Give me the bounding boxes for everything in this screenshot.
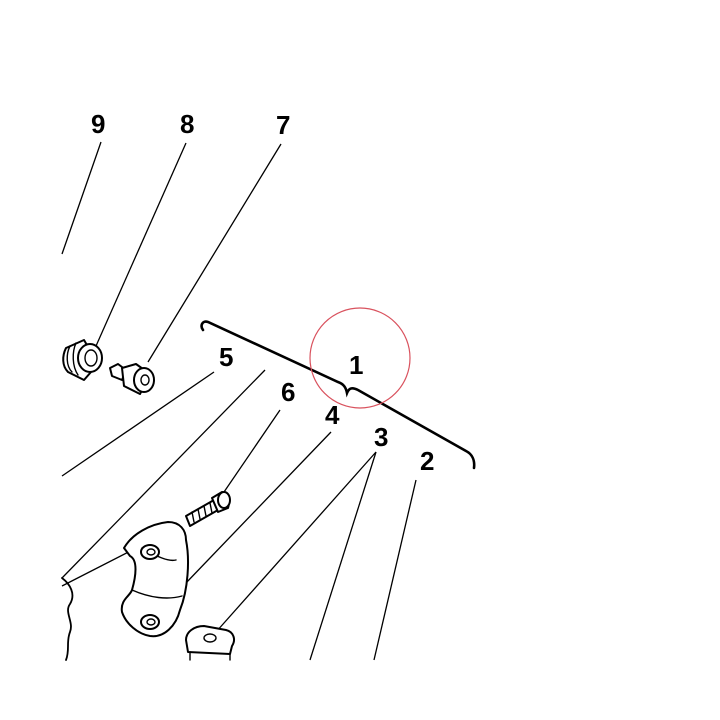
leader-line-5b [61, 369, 266, 579]
leader-line-3b [309, 451, 377, 661]
leader-line-5 [61, 371, 215, 477]
plate-part [185, 625, 235, 661]
callout-9: 9 [91, 109, 105, 139]
leader-line-4 [184, 431, 332, 585]
callout-7: 7 [276, 110, 290, 140]
callout-3: 3 [374, 422, 388, 452]
callout-4: 4 [325, 400, 340, 430]
housing-edge [61, 577, 74, 661]
leader-line-7 [147, 143, 282, 363]
bolt-part [185, 491, 231, 527]
leader-line-3a [215, 451, 377, 633]
highlight-circle [309, 307, 411, 409]
stepped-pin-part [109, 363, 155, 395]
callout-2: 2 [420, 446, 434, 476]
leader-lines [61, 141, 417, 661]
callout-5: 5 [219, 342, 233, 372]
group-bracket-1 [200, 320, 476, 470]
leader-line-9 [61, 141, 102, 255]
leader-line-2 [373, 479, 417, 661]
callout-8: 8 [180, 109, 194, 139]
clamp-bracket-part [120, 521, 189, 638]
bushing-part [62, 339, 103, 381]
callout-labels: 9 8 7 1 5 6 4 3 2 [91, 109, 434, 476]
callout-1: 1 [349, 350, 363, 380]
callout-6: 6 [281, 377, 295, 407]
leader-line-6 [223, 409, 281, 493]
leader-line-8 [95, 142, 187, 347]
